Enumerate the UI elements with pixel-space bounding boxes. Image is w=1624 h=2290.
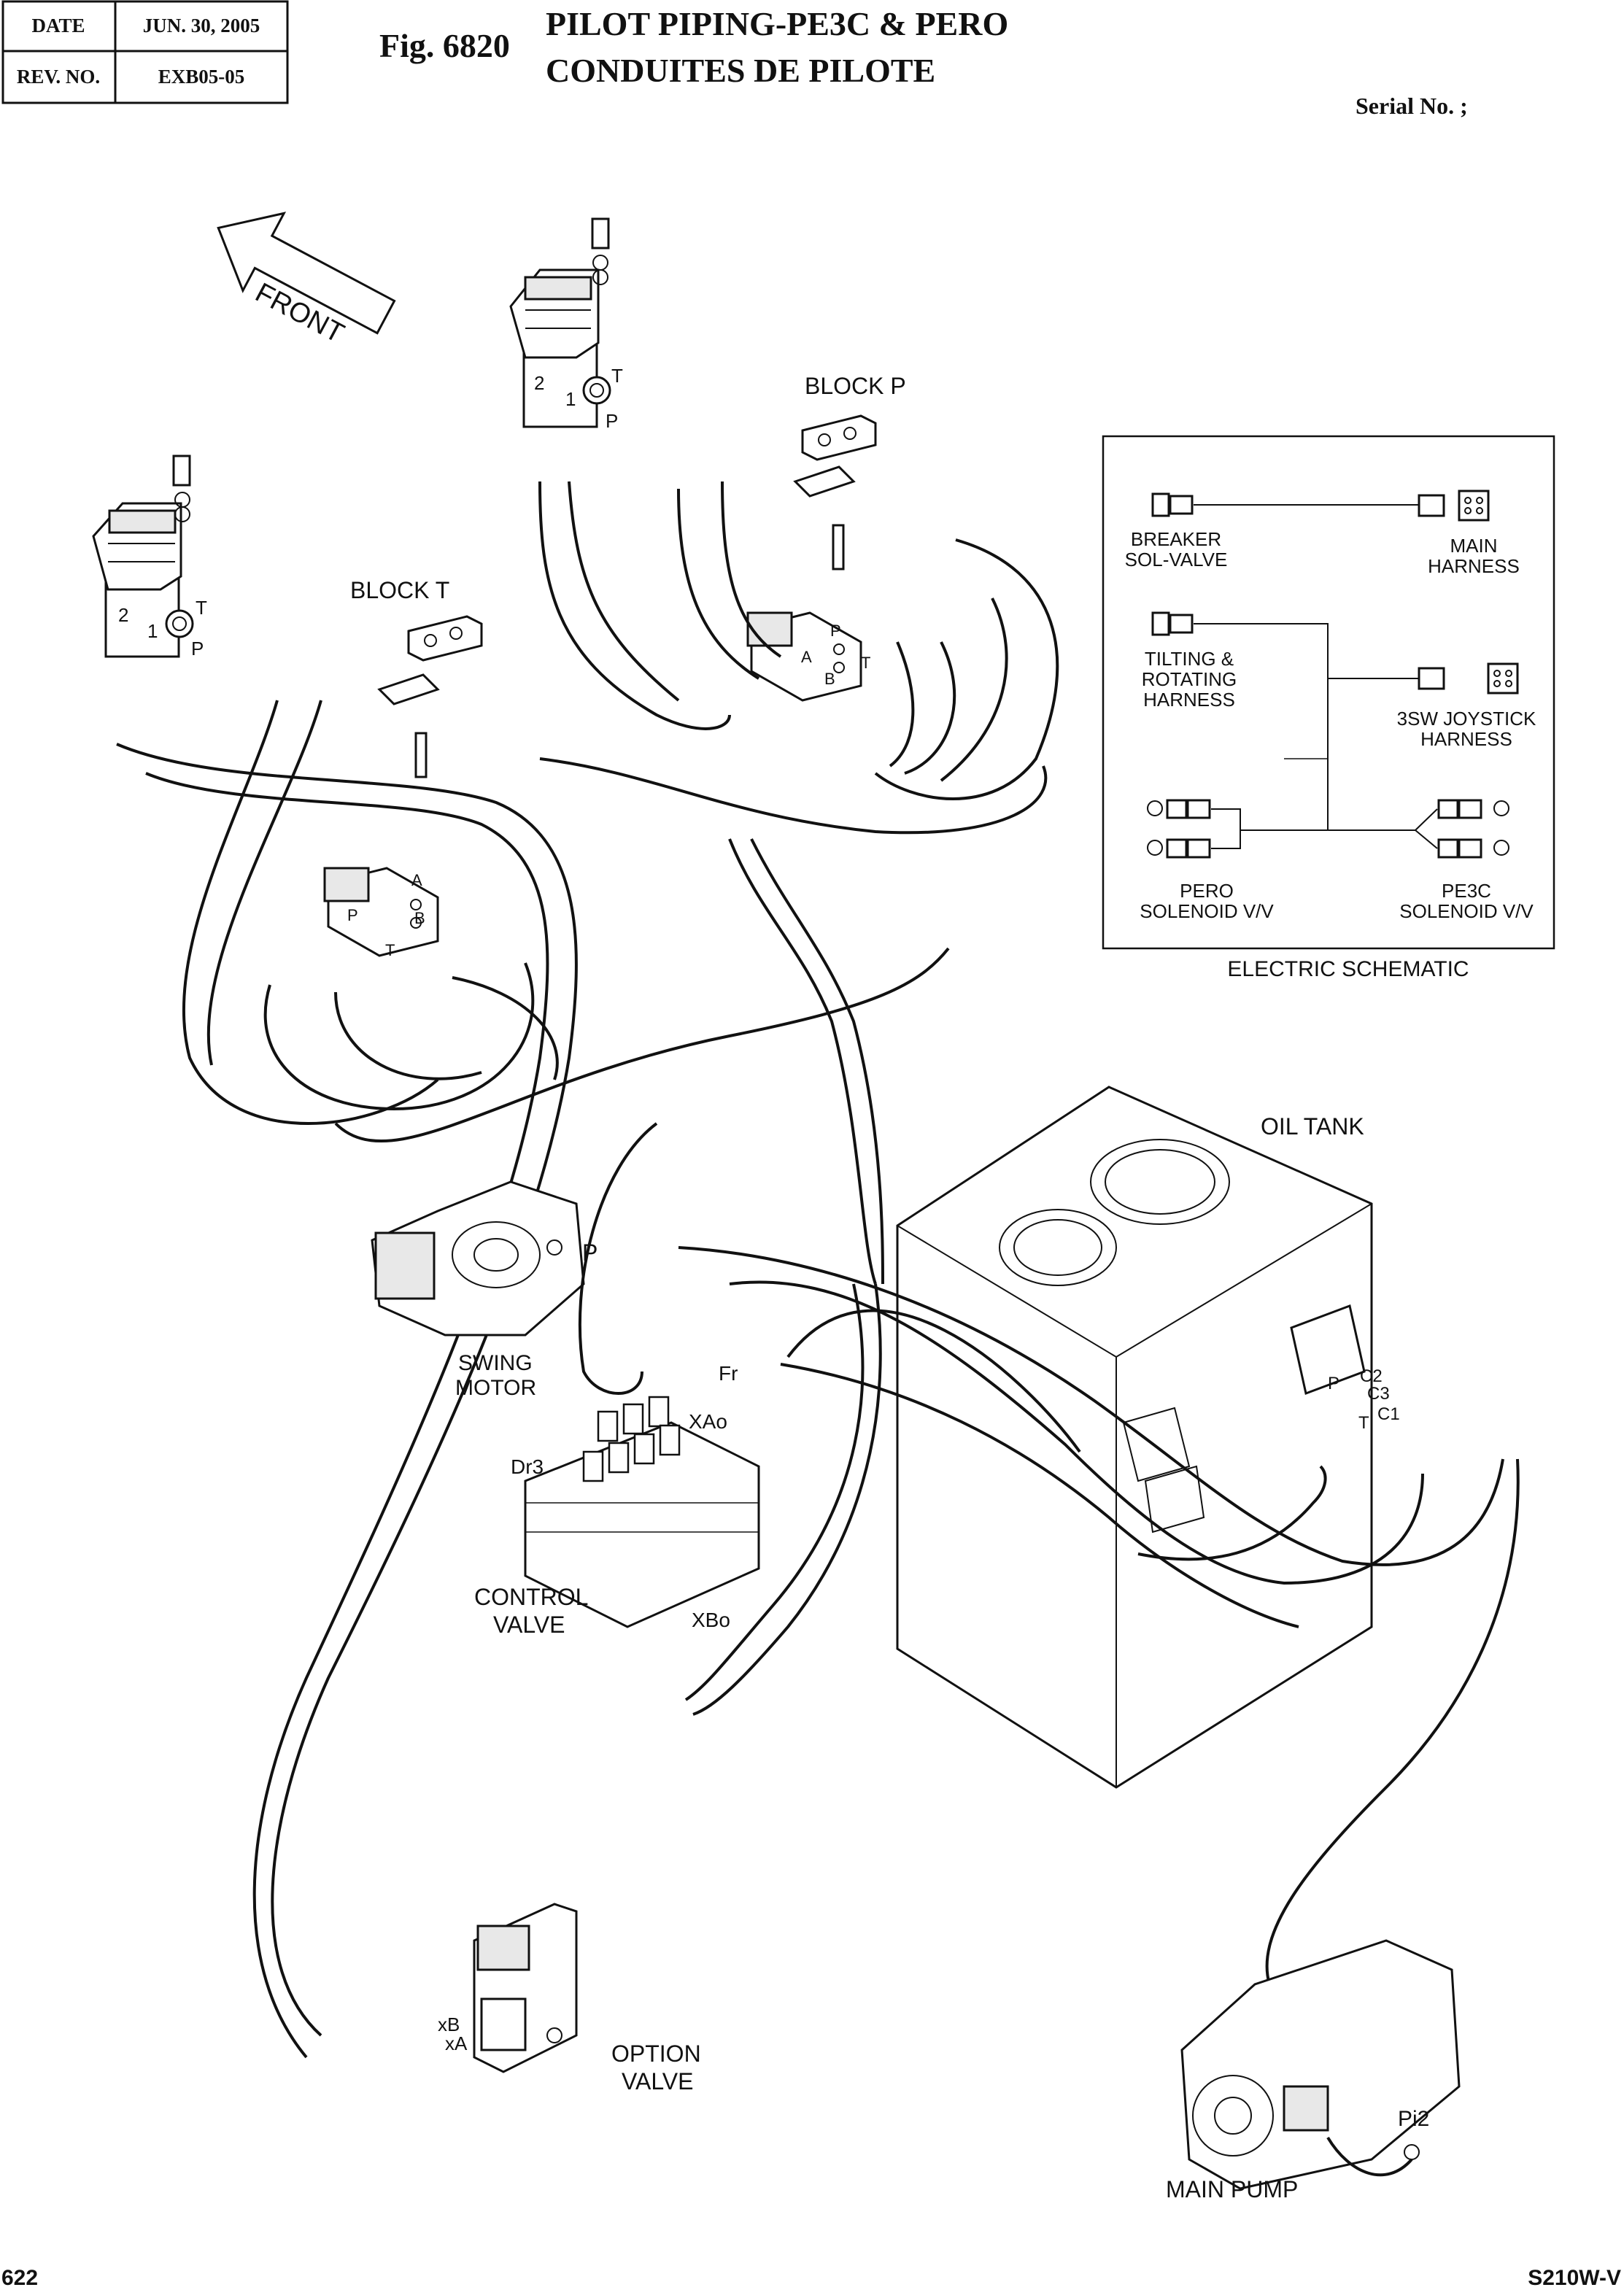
swing-motor-label-1: SWING <box>458 1351 533 1375</box>
lj-port-t: T <box>196 597 207 619</box>
oil-tank <box>896 1086 1373 1789</box>
breaker-connector-icon <box>1151 492 1194 517</box>
pe3c-label-2: SOLENOID V/V <box>1399 900 1534 922</box>
pe3c-port-a: A <box>801 648 812 666</box>
serial-number: Serial No. ; <box>1356 93 1468 119</box>
swing-motor <box>371 1180 585 1337</box>
control-valve-port-fr: Fr <box>719 1362 738 1385</box>
rev-label: REV. NO. <box>17 66 100 88</box>
date-label: DATE <box>31 15 85 36</box>
block-t <box>377 615 483 778</box>
oil-tank-label: OIL TANK <box>1261 1113 1364 1140</box>
pero-port-t: T <box>385 941 395 959</box>
center-hoses <box>578 1122 1520 1985</box>
pe3c-connector-icon <box>1437 799 1509 859</box>
control-valve-label-2: VALVE <box>493 1612 565 1638</box>
oil-tank-port-c1: C1 <box>1377 1404 1400 1424</box>
model-number: S210W-V <box>1528 2266 1621 2290</box>
option-valve-label-2: VALVE <box>622 2068 693 2094</box>
block-p-label: BLOCK P <box>805 373 906 399</box>
breaker-label-2: SOL-VALVE <box>1125 549 1228 570</box>
main-pump-port-pi2: Pi2 <box>1398 2107 1429 2131</box>
tilting-label-1: TILTING & <box>1145 648 1234 670</box>
pe3c-label-1: PE3C <box>1442 880 1491 902</box>
front-arrow <box>217 212 396 335</box>
control-valve-port-xao: XAo <box>689 1410 727 1433</box>
control-valve-label-1: CONTROL <box>474 1584 588 1610</box>
breaker-label-1: BREAKER <box>1131 528 1221 550</box>
main-pump-label: MAIN PUMP <box>1166 2176 1298 2202</box>
joystick-label-2: HARNESS <box>1420 728 1512 750</box>
pe3c-port-b: B <box>824 670 835 688</box>
pero-connector-icon <box>1147 799 1211 859</box>
main-harness-label-1: MAIN <box>1450 535 1498 557</box>
control-valve-port-dr3: Dr3 <box>511 1455 544 1478</box>
schematic-caption: ELECTRIC SCHEMATIC <box>1227 957 1469 981</box>
lj-port-2: 2 <box>118 604 128 626</box>
rj-port-2: 2 <box>534 372 544 394</box>
date-value: JUN. 30, 2005 <box>143 15 260 36</box>
pe3c-port-t: T <box>861 654 870 672</box>
tilting-label-3: HARNESS <box>1143 689 1235 711</box>
lj-port-p: P <box>191 638 204 659</box>
pe3c-solenoid-valve: A B P T <box>746 611 870 702</box>
main-harness-connector-icon <box>1418 490 1490 522</box>
rj-port-p: P <box>606 410 618 432</box>
left-hoses <box>116 700 950 2059</box>
page-number: 622 <box>1 2266 38 2290</box>
pero-solenoid-valve: A B P T <box>323 867 439 959</box>
pero-label-1: PERO <box>1180 880 1234 902</box>
joystick-label-1: 3SW JOYSTICK <box>1397 708 1536 730</box>
pero-port-p: P <box>347 906 358 924</box>
figure-number: Fig. 6820 <box>379 27 510 64</box>
main-pump <box>1180 1939 1461 2190</box>
option-valve-port-xb: xB <box>438 2014 460 2035</box>
right-joystick: 2 1 T P <box>509 217 623 432</box>
title-english: PILOT PIPING-PE3C & PERO <box>546 5 1008 42</box>
block-p <box>793 414 877 570</box>
electric-schematic: BREAKER SOL-VALVE MAIN HARNESS TILTING &… <box>1102 435 1555 981</box>
tilting-label-2: ROTATING <box>1142 668 1237 690</box>
control-valve <box>524 1396 760 1628</box>
lj-port-1: 1 <box>147 620 158 642</box>
rev-value: EXB05-05 <box>158 66 245 88</box>
header-box: DATE JUN. 30, 2005 REV. NO. EXB05-05 <box>1 0 289 104</box>
pero-label-2: SOLENOID V/V <box>1140 900 1274 922</box>
main-harness-label-2: HARNESS <box>1428 555 1520 577</box>
joystick-connector-icon <box>1418 662 1519 695</box>
oil-tank-port-p: P <box>1328 1374 1339 1393</box>
pero-port-a: A <box>411 871 422 889</box>
swing-motor-label-2: MOTOR <box>455 1376 536 1400</box>
left-joystick: 2 1 T P <box>92 454 207 659</box>
block-t-label: BLOCK T <box>350 577 449 603</box>
pero-port-b: B <box>414 909 425 927</box>
rj-port-1: 1 <box>565 388 576 410</box>
title-french: CONDUITES DE PILOTE <box>546 52 935 89</box>
upper-hoses <box>538 481 1059 1285</box>
option-valve <box>473 1903 578 2073</box>
oil-tank-port-c2: C2 <box>1360 1366 1383 1386</box>
tilting-connector-icon <box>1151 611 1194 636</box>
option-valve-label-1: OPTION <box>611 2041 701 2067</box>
control-valve-port-xbo: XBo <box>692 1609 730 1631</box>
rj-port-t: T <box>611 365 623 387</box>
option-valve-port-xa: xA <box>445 2032 468 2054</box>
oil-tank-port-c3: C3 <box>1367 1384 1390 1404</box>
oil-tank-port-t: T <box>1358 1413 1369 1433</box>
pe3c-port-p: P <box>830 622 841 640</box>
